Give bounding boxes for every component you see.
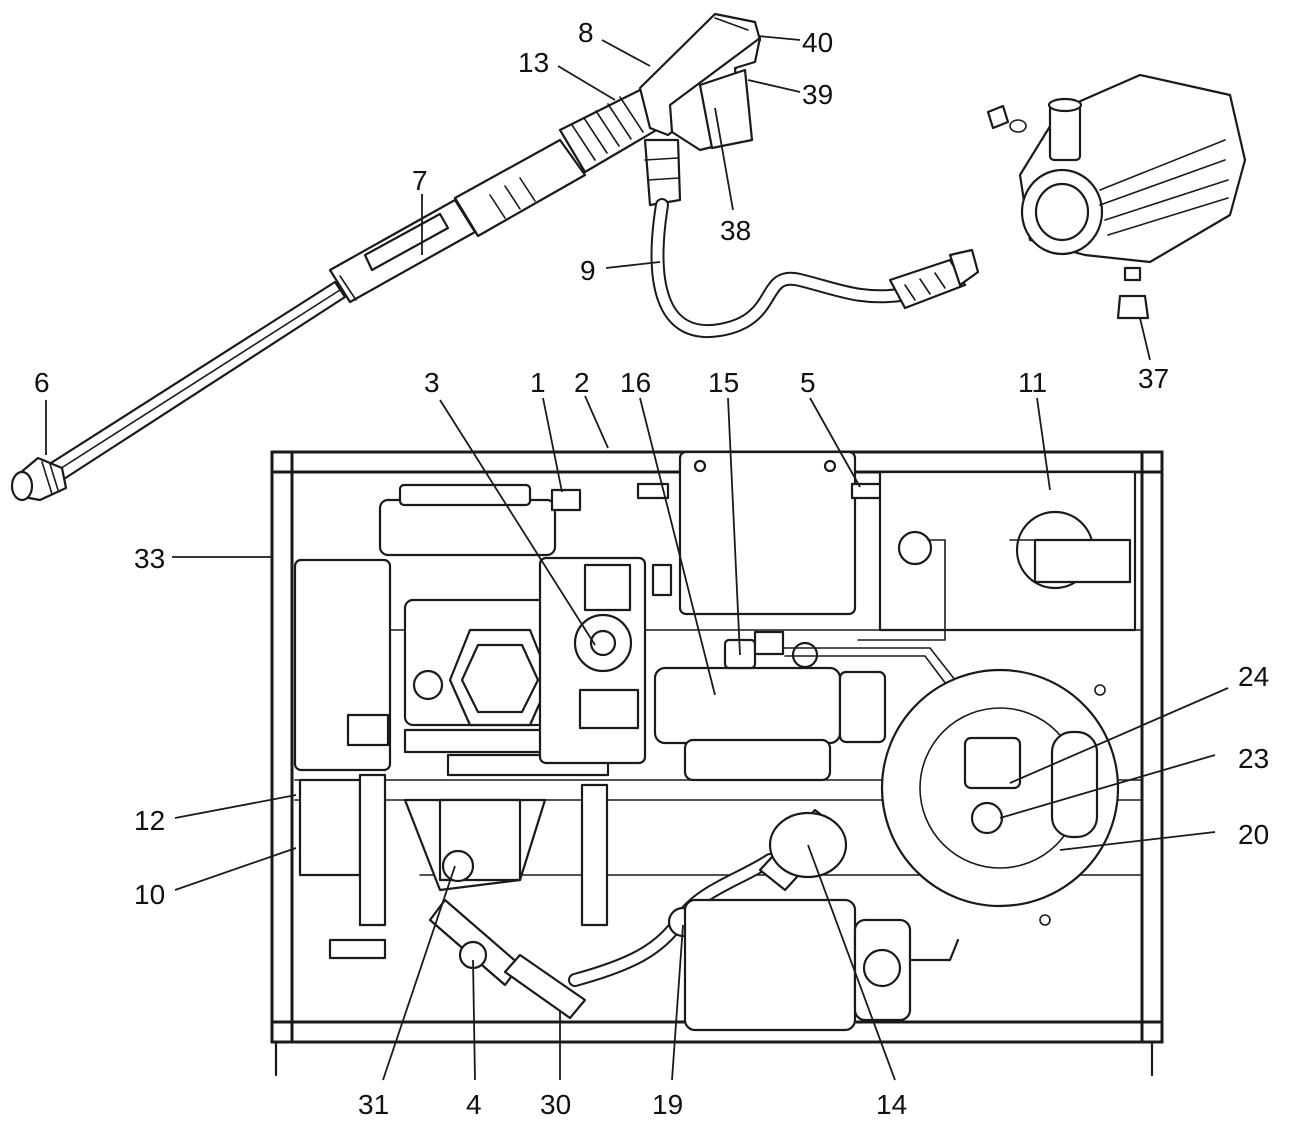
callout-6: 6 <box>34 367 50 398</box>
pump-assembly <box>328 773 609 1020</box>
electrical-box <box>636 450 884 616</box>
callout-10: 10 <box>134 879 165 910</box>
callout-20: 20 <box>1238 819 1269 850</box>
hose-connector <box>643 138 682 207</box>
inlet-hose <box>568 808 848 987</box>
heat-exchanger <box>880 668 1120 926</box>
callout-37: 37 <box>1138 363 1169 394</box>
callout-38: 38 <box>720 215 751 246</box>
callout-40: 40 <box>802 27 833 58</box>
callout-11: 11 <box>1018 367 1047 398</box>
callout-5: 5 <box>800 367 816 398</box>
callout-30: 30 <box>540 1089 571 1120</box>
callout-2: 2 <box>574 367 590 398</box>
lance-extension <box>328 198 477 304</box>
nozzle <box>10 456 68 502</box>
battery <box>653 666 887 782</box>
grip-sleeve <box>453 88 667 238</box>
callout-1: 1 <box>530 367 546 398</box>
callout-24: 24 <box>1238 661 1269 692</box>
callout-9: 9 <box>580 255 596 286</box>
callout-labels: 8 40 13 39 7 38 9 6 37 3 1 2 16 15 5 11 … <box>34 17 1269 1120</box>
spray-lance <box>38 280 347 490</box>
engine <box>378 483 610 777</box>
callout-23: 23 <box>1238 743 1269 774</box>
trigger-gun <box>638 12 762 152</box>
callout-13: 13 <box>518 47 549 78</box>
callout-16: 16 <box>620 367 651 398</box>
high-pressure-hose <box>650 198 980 339</box>
callout-19: 19 <box>652 1089 683 1120</box>
drive-housing <box>683 898 960 1032</box>
fuel-tank <box>857 470 1137 641</box>
callout-12: 12 <box>134 805 165 836</box>
callout-15: 15 <box>708 367 739 398</box>
callout-4: 4 <box>466 1089 482 1120</box>
pump-head <box>986 73 1247 320</box>
callout-8: 8 <box>578 17 594 48</box>
callout-3: 3 <box>424 367 440 398</box>
callout-14: 14 <box>876 1089 907 1120</box>
callout-33: 33 <box>134 543 165 574</box>
callout-39: 39 <box>802 79 833 110</box>
leader-lines <box>45 35 1229 1081</box>
callout-31: 31 <box>358 1089 389 1120</box>
motor-cover <box>293 558 392 877</box>
callout-7: 7 <box>412 165 428 196</box>
control-box <box>538 488 673 765</box>
